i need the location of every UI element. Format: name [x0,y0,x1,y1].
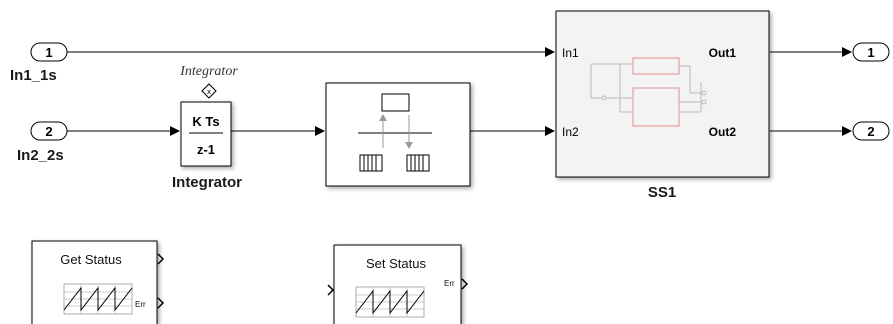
outport-1-number: 1 [867,45,874,60]
integrator-denominator: z-1 [197,142,215,157]
set-status-title: Set Status [366,256,426,271]
integrator-name-label: Integrator [172,174,242,191]
signal-line-ss1-to-out2[interactable] [770,126,852,136]
set-status-err-label: Err [444,279,455,288]
middle-function-block[interactable] [325,82,471,187]
ss1-internal-preview-icon [590,57,707,127]
outport-2-number: 2 [867,124,874,139]
signal-line-ss1-to-out1[interactable] [770,47,852,57]
ss1-out2-port-label: Out2 [709,125,737,139]
get-status-out1-port-arrow [157,253,165,265]
signal-line-block-to-ss1[interactable] [470,126,555,136]
set-status-err-port-arrow [461,278,469,290]
inport-2-block[interactable]: 2 [30,121,68,141]
subsystem-ss1-block[interactable]: In1 In2 Out1 Out2 [555,10,770,178]
inport-2-number: 2 [45,124,52,139]
subsystem-name-label: SS1 [648,184,676,201]
outport-2-block[interactable]: 2 [852,121,890,141]
ss1-out1-port-label: Out1 [709,46,737,60]
integrator-numerator: K Ts [192,114,219,129]
set-status-waveform-icon [355,286,425,318]
integrator-top-label: Integrator [179,64,238,79]
middle-block-icon [358,93,432,172]
signal-line-integrator-to-block[interactable] [231,126,325,136]
inport-2-label: In2_2s [17,147,64,164]
set-status-input-port-arrow [327,284,335,296]
set-status-block[interactable]: Set Status Err [327,244,469,324]
inport-1-block[interactable]: 1 [30,42,68,62]
signal-line-in2-to-integrator[interactable] [67,126,180,136]
get-status-title: Get Status [60,252,122,267]
ss1-in1-port-label: In1 [562,46,579,60]
ss1-in2-port-label: In2 [562,125,579,139]
get-status-block[interactable]: Get Status Err [31,240,165,324]
integrator-block[interactable]: K Ts z-1 [180,101,232,167]
get-status-err-port-arrow [157,297,165,309]
inport-1-number: 1 [45,45,52,60]
signal-line-in1-to-ss1[interactable] [67,47,555,57]
get-status-waveform-icon [63,283,133,315]
svg-text:x: x [207,88,211,96]
get-status-err-label: Err [135,300,146,309]
integrator-state-port-icon: x [201,83,217,99]
inport-1-label: In1_1s [10,67,57,84]
outport-1-block[interactable]: 1 [852,42,890,62]
